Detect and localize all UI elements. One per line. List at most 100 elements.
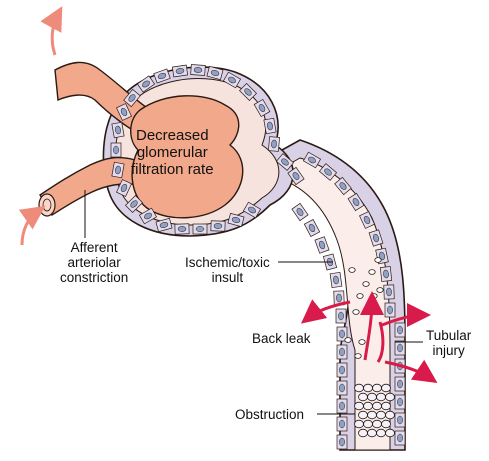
cast-cell [363, 419, 373, 429]
epithelial-cell [192, 223, 208, 235]
cast-cell [358, 410, 368, 420]
cast-cell [363, 383, 373, 393]
cast-cell [381, 419, 391, 429]
epithelial-cell [335, 308, 347, 324]
ischemic-label-line-2: insult [211, 270, 244, 285]
debris-particle [348, 267, 356, 273]
epithelial-cell [303, 218, 321, 238]
epithelial-cell [190, 64, 206, 76]
debris-particle [356, 293, 364, 299]
epithelial-cell [314, 236, 330, 254]
epithelial-cell [394, 394, 406, 410]
cast-cell [354, 401, 364, 411]
debris-particle [344, 337, 352, 343]
center-label: Decreased glomerular filtration rate [131, 127, 214, 178]
tubular-injury-label: Tubular injury [426, 328, 471, 358]
epithelial-cell [227, 212, 245, 228]
epithelial-cell [334, 176, 352, 196]
cast-cell [381, 383, 391, 393]
debris-particle [352, 309, 360, 315]
epithelial-cell [110, 142, 122, 158]
epithelial-cell [302, 151, 322, 169]
epithelial-cell [368, 229, 384, 247]
center-label-line-1: Decreased [136, 127, 209, 144]
tubular-injury-arrow-down [384, 359, 438, 383]
epithelial-cell [242, 201, 262, 219]
epithelial-cell [291, 202, 309, 222]
loop-arrow [376, 321, 385, 363]
epithelial-cell [287, 166, 305, 186]
epithelial-cell [153, 68, 171, 84]
cast-cell [358, 428, 368, 438]
cast-cell [372, 419, 382, 429]
debris-particle [354, 353, 362, 359]
epithelial-cell [111, 161, 125, 179]
epithelial-cell [318, 163, 338, 181]
epithelial-cell [171, 64, 189, 78]
cast-cell [367, 392, 377, 402]
epithelial-cell [336, 362, 348, 378]
back-leak-label: Back leak [252, 331, 311, 346]
epithelial-cell [136, 75, 156, 93]
epithelial-cell [206, 65, 224, 81]
cast-cell [358, 392, 368, 402]
epithelial-cells [110, 64, 406, 450]
cast-cell [376, 392, 386, 402]
cast-cell [354, 419, 364, 429]
epithelial-cell [347, 192, 365, 212]
epithelial-cell [379, 266, 393, 282]
ischemic-label: Ischemic/toxic insult [185, 255, 270, 285]
debris-particle [368, 269, 376, 275]
epithelial-cell [394, 412, 406, 428]
epithelial-cell [210, 220, 226, 232]
cast-cell [372, 383, 382, 393]
debris-particle [370, 293, 378, 299]
tubular-label-line-1: Tubular [426, 328, 472, 343]
obstruction-label: Obstruction [235, 407, 305, 422]
tubular-label-line-2: injury [432, 343, 465, 358]
debris-particle [376, 287, 384, 293]
epithelial-cell [111, 121, 125, 139]
epithelial-cell [174, 223, 190, 235]
epithelial-cell [268, 136, 280, 152]
epithelial-cell [383, 284, 395, 300]
epithelial-cell [394, 376, 406, 392]
back-leak-arrow-up [359, 291, 384, 361]
debris-particle [374, 257, 382, 263]
afferent-label-line-3: constriction [60, 270, 129, 285]
epithelial-cell [239, 83, 257, 101]
afferent-label-line-1: Afferent [70, 240, 118, 255]
epithelial-cell [125, 195, 143, 213]
afferent-label-line-2: arteriolar [67, 255, 121, 270]
epithelial-cell [359, 211, 375, 229]
obstruction-cast [354, 383, 395, 438]
afferent-label: Afferent arteriolar constriction [60, 240, 128, 285]
cast-cell [354, 383, 364, 393]
epithelial-cell [336, 326, 348, 342]
cast-cell [385, 410, 395, 420]
tubular-injury-arrow-up [381, 303, 431, 328]
efferent-flow-arrow [40, 6, 63, 56]
cast-cell [376, 428, 386, 438]
cast-cell [385, 428, 395, 438]
epithelial-cell [384, 302, 396, 318]
debris-particle [362, 281, 370, 287]
epithelial-cell [275, 153, 295, 171]
back-leak-arrow [300, 299, 351, 324]
ischemic-label-line-1: Ischemic/toxic [185, 255, 270, 270]
epithelial-cell [116, 103, 132, 121]
epithelial-cell [138, 207, 158, 225]
epithelial-cell [222, 71, 242, 89]
epithelial-cell [336, 344, 348, 360]
cast-cell [367, 410, 377, 420]
epithelial-cell [123, 88, 141, 108]
glomerulus [130, 95, 244, 219]
afferent-flow-arrow [18, 205, 46, 246]
cast-cell [372, 401, 382, 411]
epithelial-cell [336, 434, 348, 450]
epithelial-cell [336, 380, 348, 396]
afferent-opening [38, 193, 56, 217]
epithelial-cell [116, 179, 132, 197]
epithelial-cell [329, 271, 343, 289]
